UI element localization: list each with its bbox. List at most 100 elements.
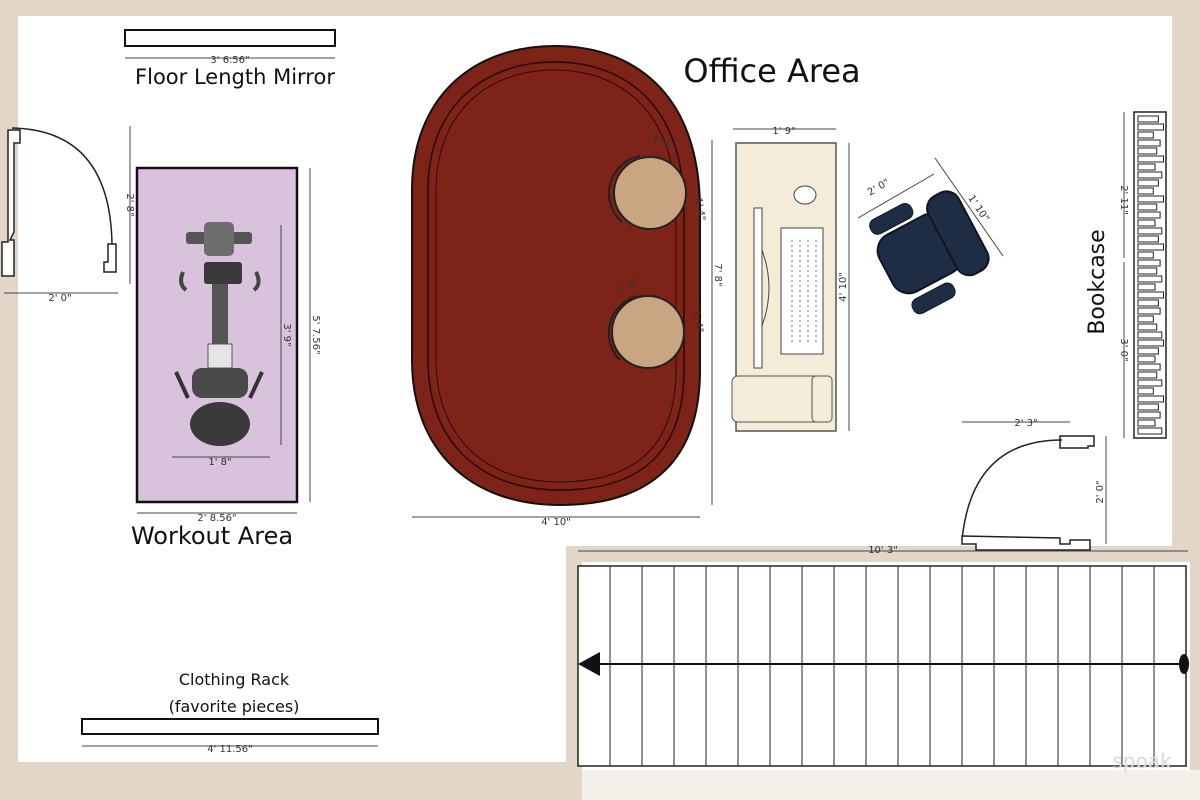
bookcase-top-dim: 2' 11" — [1118, 185, 1129, 215]
book — [1137, 339, 1164, 347]
desk-drawer-handle — [811, 375, 833, 423]
book — [1137, 291, 1164, 299]
chair-depth-line — [934, 157, 1004, 257]
rug-width-dim: 4' 10" — [541, 517, 571, 528]
door-right-arc — [961, 439, 1063, 541]
rack-width-dim: 4' 11.56" — [207, 744, 253, 755]
door-left-jamb — [103, 243, 117, 273]
stool-icon — [611, 295, 685, 369]
bike-console — [204, 262, 242, 284]
stair-start-dot — [1179, 654, 1189, 674]
book — [1137, 139, 1161, 147]
book — [1137, 251, 1154, 259]
book — [1137, 331, 1163, 339]
book — [1137, 379, 1163, 387]
stool-2-rim — [607, 295, 639, 361]
book — [1137, 315, 1154, 323]
rug[interactable]: 4' 10" 7' 8" — [411, 44, 723, 528]
clothing-rack-label-2: (favorite pieces) — [169, 697, 300, 716]
book — [1137, 403, 1159, 411]
book — [1137, 203, 1158, 211]
clothing-rack[interactable]: Clothing Rack (favorite pieces) 4' 11.56… — [81, 670, 379, 755]
book — [1137, 155, 1164, 163]
bike-side-handles — [174, 371, 264, 399]
book — [1137, 171, 1163, 179]
door-right-jamb — [961, 535, 1091, 551]
book — [1137, 395, 1164, 403]
book — [1137, 283, 1156, 291]
stool-1-side-dim: 1' 4" — [692, 197, 707, 222]
staircase[interactable]: 10' 3" — [577, 545, 1189, 767]
book — [1137, 243, 1164, 251]
door-left[interactable]: 2' 8" 2' 0" — [1, 126, 135, 304]
book — [1137, 347, 1159, 355]
book — [1137, 163, 1156, 171]
rug-border — [427, 61, 685, 491]
book — [1137, 235, 1159, 243]
watermark: spoak — [1112, 749, 1172, 773]
door-right-height-dim: 2' 0" — [1095, 480, 1106, 503]
office-chair-icon — [869, 190, 990, 315]
staircase-icon — [577, 565, 1187, 767]
rug-border-inner — [435, 69, 677, 483]
mat-height-dim: 5' 7.56" — [310, 315, 321, 354]
book — [1137, 187, 1154, 195]
stair-width-dim: 10' 3" — [868, 545, 898, 556]
desk-mouse — [793, 185, 817, 205]
desk-height-dim: 4' 10" — [838, 272, 849, 302]
book — [1137, 275, 1163, 283]
workout-area[interactable]: 3' 9" 5' 7.56" 1' 8" 2' 8.56" Workout Ar… — [131, 166, 321, 550]
book — [1137, 267, 1158, 275]
stool-icon — [613, 156, 687, 230]
book — [1137, 307, 1161, 315]
bike-post — [207, 343, 233, 369]
door-left-height-dim: 2' 8" — [124, 193, 135, 216]
door-swing-icon — [1059, 435, 1095, 449]
desk-keyboard — [780, 227, 824, 355]
bike-frame — [212, 284, 228, 344]
bookcase[interactable]: 2' 11" 3' 0" Bookcase — [1085, 111, 1167, 439]
chair-arm-top — [869, 203, 914, 235]
mirror-width-dim: 3' 6.56" — [210, 55, 249, 66]
book — [1137, 363, 1161, 371]
floor-length-mirror[interactable]: 3' 6.56" Floor Length Mirror — [124, 29, 336, 89]
book — [1137, 323, 1158, 331]
door-right-width-dim: 2' 3" — [1014, 418, 1037, 429]
book — [1137, 195, 1164, 203]
desk[interactable]: 1' 9" 4' 10" — [731, 126, 850, 432]
rug-height-dim: 7' 8" — [712, 263, 723, 286]
book — [1137, 387, 1154, 395]
bookcase-bottom-dim: 3' 0" — [1118, 338, 1129, 361]
door-left-arc — [11, 127, 113, 245]
wall-right — [1172, 0, 1200, 548]
book — [1137, 259, 1161, 267]
book — [1137, 219, 1156, 227]
desk-keyboard-keys — [791, 240, 817, 342]
book — [1137, 371, 1158, 379]
office-area-label: Office Area — [683, 52, 860, 90]
book — [1137, 227, 1163, 235]
door-left-width-dim: 2' 0" — [48, 293, 71, 304]
bookcase-books — [1137, 115, 1164, 435]
floor-strip — [582, 770, 1200, 800]
office-chair[interactable] — [862, 179, 998, 319]
book — [1137, 123, 1164, 131]
door-right[interactable]: 2' 3" 2' 0" — [961, 418, 1107, 551]
book — [1137, 411, 1161, 419]
desk-monitor — [753, 207, 763, 369]
chair-width-dim: 2' 0" — [866, 177, 892, 198]
mat-width-dim: 2' 8.56" — [197, 513, 236, 524]
chair-width-line — [857, 173, 935, 219]
bike-seat-back — [192, 368, 248, 398]
wall-stair-right — [1190, 546, 1200, 800]
stool-2-side-dim: 1' 4" — [690, 309, 705, 334]
chair-back — [926, 190, 990, 277]
book — [1137, 427, 1163, 435]
stool-2[interactable]: 1' 4" 1' 4" — [607, 277, 705, 369]
bike-grips — [179, 271, 261, 292]
book — [1137, 355, 1156, 363]
book — [1137, 179, 1159, 187]
stair-treads — [609, 566, 1155, 766]
door-swing-icon — [1, 129, 21, 277]
